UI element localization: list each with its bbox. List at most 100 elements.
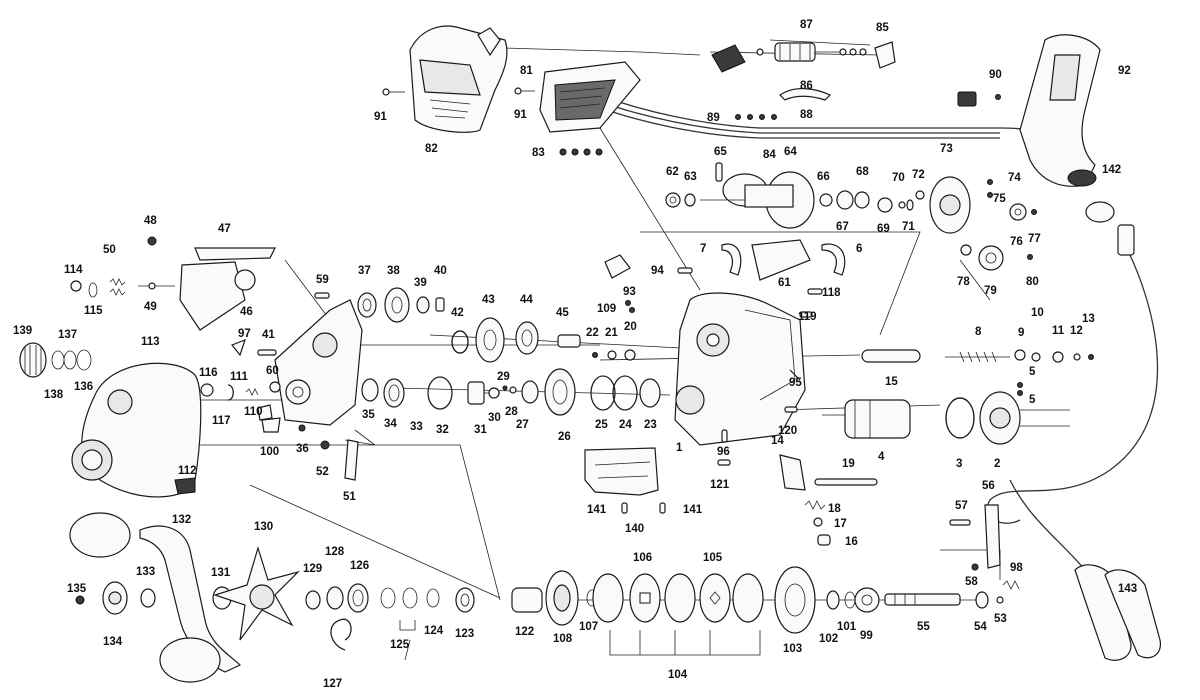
label-4: 4 [878, 451, 885, 463]
label-44: 44 [520, 294, 533, 306]
label-69: 69 [877, 223, 890, 235]
label-13: 13 [1082, 313, 1095, 325]
label-68: 68 [856, 166, 869, 178]
part-24-disc [612, 375, 638, 411]
part-128-washer [326, 586, 344, 610]
label-72: 72 [912, 169, 925, 181]
part-14-clicker [779, 454, 806, 491]
part-26-drag-gear [544, 368, 576, 416]
part-23-bearing [639, 378, 661, 408]
part-95-pin [789, 369, 801, 381]
part-30-collar [488, 387, 500, 399]
part-10-washer [1031, 352, 1041, 362]
part-18-spring [804, 500, 826, 510]
label-19: 19 [842, 458, 855, 470]
part-92-handle-housing [1019, 34, 1101, 187]
part-13-clip [1088, 354, 1094, 360]
part-106-drag-washer [629, 573, 661, 623]
part-55-main-shaft [884, 593, 961, 606]
label-95: 95 [789, 377, 802, 389]
label-12: 12 [1070, 325, 1083, 337]
label-53: 53 [994, 613, 1007, 625]
label-37: 37 [358, 265, 371, 277]
part-51-bracket [344, 439, 359, 481]
label-75: 75 [993, 193, 1006, 205]
label-136: 136 [74, 381, 93, 393]
part-64-spool [700, 171, 815, 229]
part-139-star-drag [19, 342, 47, 378]
part-49-pin [138, 282, 175, 290]
label-8: 8 [975, 326, 982, 338]
part-12-washer [1073, 353, 1081, 361]
label-41: 41 [262, 329, 275, 341]
part-40-pin [435, 297, 445, 312]
label-5b: 5 [1029, 394, 1036, 406]
label-26: 26 [558, 431, 571, 443]
label-83: 83 [532, 147, 545, 159]
label-58: 58 [965, 576, 978, 588]
label-108: 108 [553, 633, 573, 645]
label-21: 21 [605, 327, 618, 339]
part-81-control-box [539, 61, 641, 133]
label-97: 97 [238, 328, 251, 340]
part-103-main-gear [774, 566, 816, 634]
label-79: 79 [984, 285, 997, 297]
label-50: 50 [103, 244, 116, 256]
label-126: 126 [350, 560, 369, 572]
part-6-thumbbar [821, 243, 846, 276]
part-29-clip [502, 385, 508, 391]
label-105: 105 [703, 552, 723, 564]
part-69-pinion [877, 197, 893, 213]
part-45-shaft [557, 334, 581, 348]
label-20: 20 [624, 321, 637, 333]
part-66-bearing [819, 193, 833, 207]
label-84: 84 [763, 149, 776, 161]
part-104-drag-washers [592, 573, 764, 623]
part-5-screws [1017, 382, 1023, 396]
part-138-washer [51, 350, 65, 370]
label-85: 85 [876, 22, 889, 34]
label-138: 138 [44, 389, 64, 401]
label-42: 42 [451, 307, 464, 319]
label-113: 113 [141, 336, 160, 348]
label-96: 96 [717, 446, 730, 458]
label-120: 120 [778, 425, 797, 437]
label-141: 141 [587, 504, 607, 516]
label-122: 122 [515, 626, 534, 638]
part-141-screw-2 [659, 502, 666, 514]
label-88: 88 [800, 109, 813, 121]
label-98: 98 [1010, 562, 1023, 574]
label-141b: 141 [683, 504, 703, 516]
part-1-frame [674, 292, 806, 446]
label-134: 134 [103, 636, 123, 648]
label-139: 139 [13, 325, 32, 337]
label-74: 74 [1008, 172, 1021, 184]
part-116-bearing [200, 383, 214, 397]
part-15-pawl-sleeve [861, 349, 921, 363]
part-142-cable-plug [1085, 201, 1135, 256]
label-25: 25 [595, 419, 608, 431]
label-36: 36 [296, 443, 309, 455]
part-58-screw [971, 563, 979, 571]
label-33: 33 [410, 421, 423, 433]
part-67-collar [836, 190, 854, 210]
label-24: 24 [619, 419, 632, 431]
part-91-screw [382, 88, 405, 96]
label-40: 40 [434, 265, 447, 277]
part-141-screw [621, 502, 628, 514]
part-46-plate [179, 261, 256, 331]
label-22: 22 [586, 327, 599, 339]
label-28: 28 [505, 406, 518, 418]
label-101: 101 [837, 621, 857, 633]
part-56-bracket [984, 504, 1001, 569]
label-106: 106 [633, 552, 652, 564]
part-4-motor [822, 399, 911, 439]
part-33-ring [383, 378, 405, 408]
label-111: 111 [230, 371, 249, 383]
part-63-washer [684, 193, 696, 207]
part-22-pin [592, 352, 598, 358]
part-105-drag-washer [699, 573, 731, 623]
label-27: 27 [516, 419, 529, 431]
part-11-gear [1052, 351, 1064, 363]
label-99: 99 [860, 630, 873, 642]
